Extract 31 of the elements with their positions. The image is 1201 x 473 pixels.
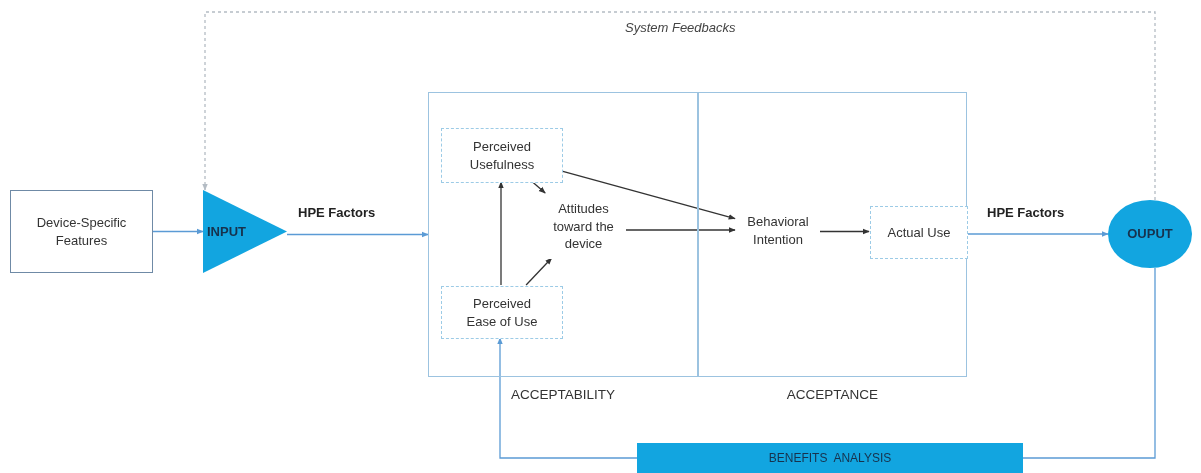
- connector-line: [1022, 267, 1156, 459]
- node-label: Device-Specific Features: [35, 213, 128, 250]
- node-label: BENEFITS ANALYSIS: [768, 449, 892, 467]
- node-label: Perceived Usefulness: [468, 137, 536, 174]
- output-ellipse: [1108, 200, 1192, 268]
- arrow: [531, 181, 546, 194]
- arrow: [561, 170, 736, 220]
- arrow: [286, 231, 429, 238]
- analysis-bar: [637, 443, 1023, 473]
- arrow: [497, 337, 638, 459]
- feedback-arrow: [202, 11, 1156, 201]
- panel-heading: ACCEPTANCE: [786, 386, 879, 404]
- node-label: OUPUT: [1127, 225, 1173, 243]
- factor-box: [441, 286, 563, 339]
- panel-heading: ACCEPTABILITY: [511, 386, 615, 404]
- factor-box: [441, 128, 563, 183]
- process-box: [10, 190, 153, 273]
- arrow: [525, 257, 553, 286]
- arrow: [498, 181, 504, 286]
- arrow: [152, 228, 204, 235]
- edge-label: HPE Factors: [987, 205, 1065, 220]
- node-label: Actual Use: [887, 223, 951, 242]
- edge-label: System Feedbacks: [625, 20, 736, 35]
- input-triangle: [203, 190, 287, 273]
- node-label: Perceived Ease of Use: [465, 294, 539, 331]
- node-label: Attitudes toward the device: [552, 200, 615, 253]
- factor-box: [870, 206, 968, 259]
- node-label: INPUT: [207, 222, 246, 241]
- arrow: [966, 231, 1109, 237]
- edge-label: HPE Factors: [298, 205, 376, 220]
- node-label: Behavioral Intention: [746, 213, 810, 249]
